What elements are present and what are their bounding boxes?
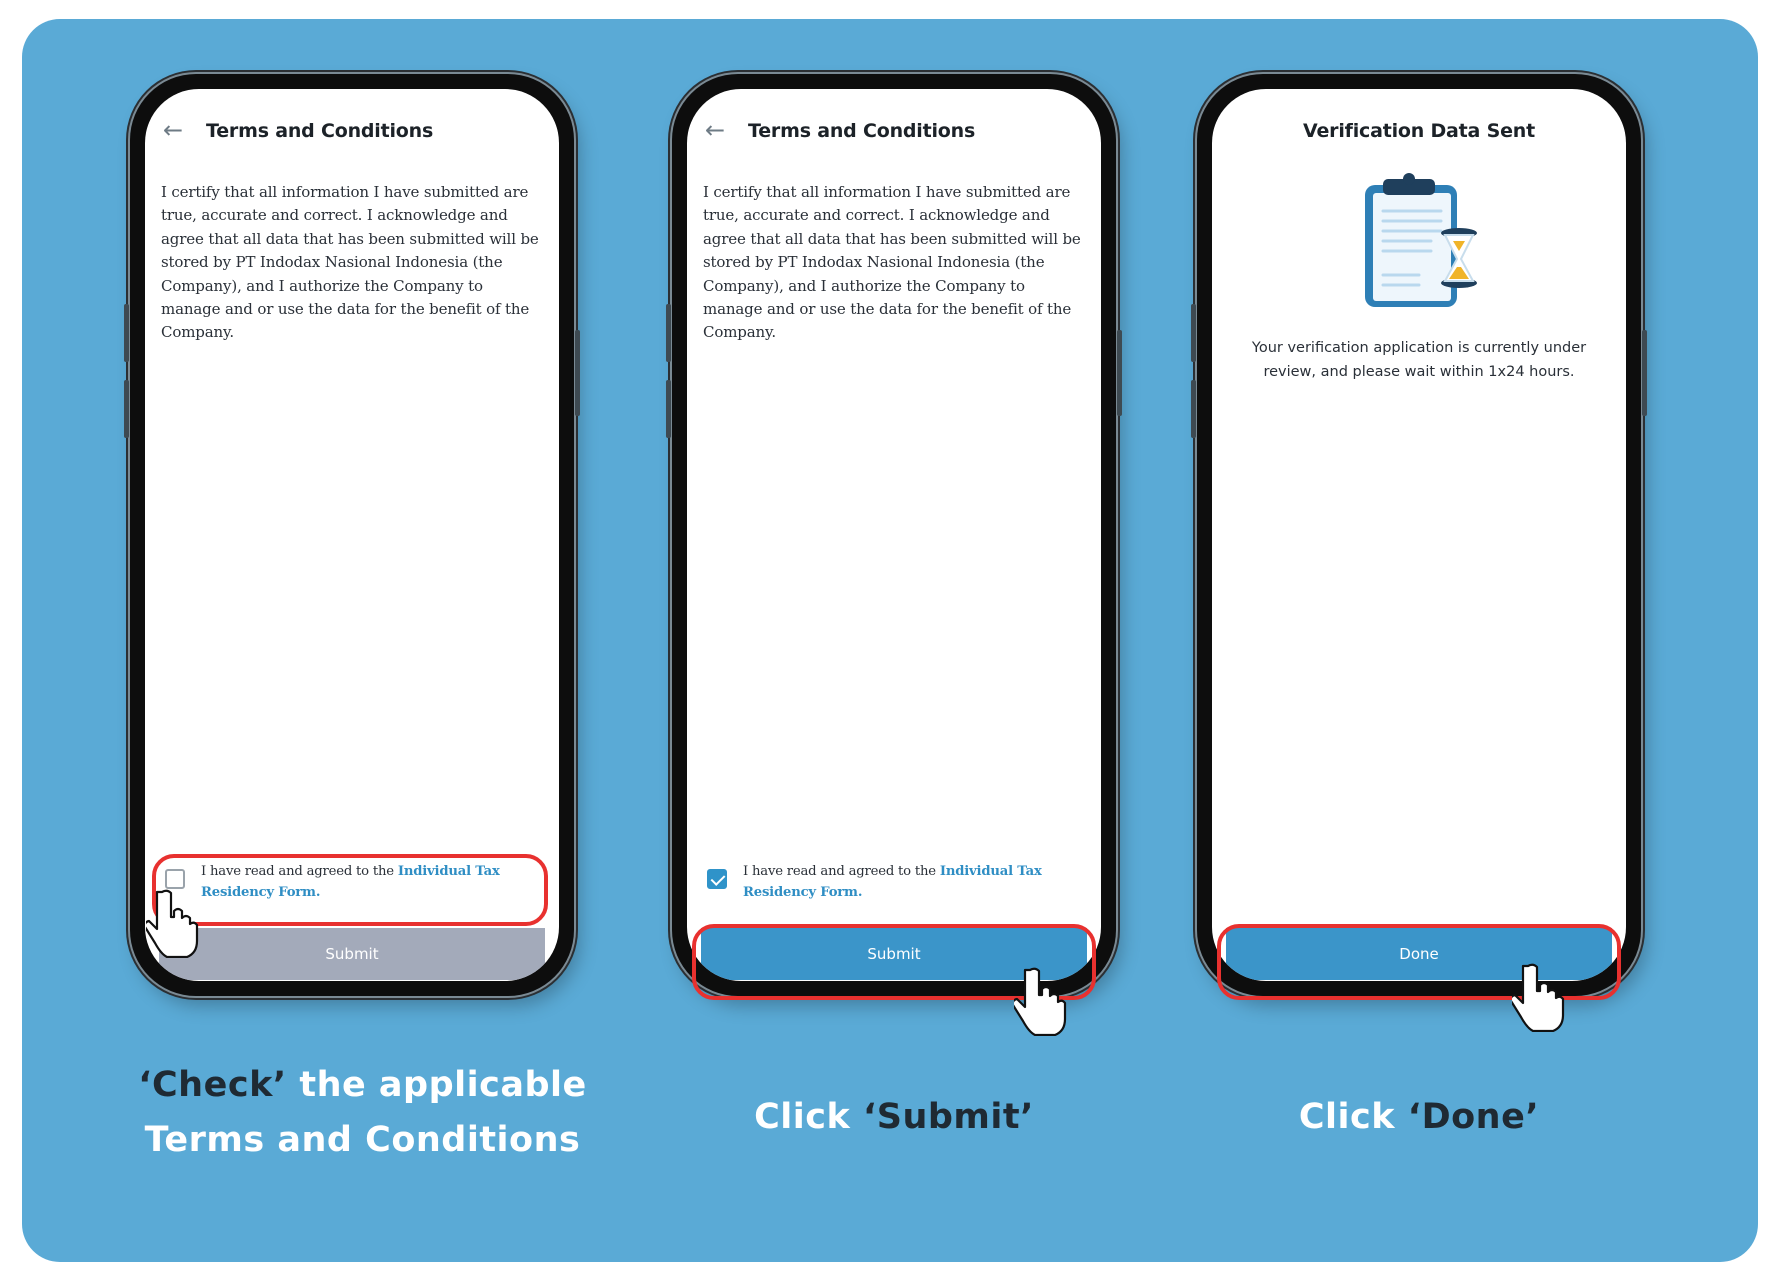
submit-button[interactable]: Submit (701, 928, 1087, 980)
phone-side-button (575, 330, 580, 416)
phone-screen: Verification Data Sent Your verification (1212, 89, 1626, 981)
tax-residency-form-link[interactable]: Individual Tax Residency Form (201, 864, 500, 900)
tax-residency-form-link[interactable]: Individual Tax Residency Form (743, 864, 1042, 900)
phone-screen: ← Terms and Conditions I certify that al… (145, 89, 559, 981)
submit-highlight-outline (692, 924, 1096, 1000)
terms-body-text: I certify that all information I have su… (703, 183, 1081, 342)
back-arrow-icon[interactable]: ← (163, 116, 184, 144)
terms-body-text: I certify that all information I have su… (161, 183, 539, 342)
caption-keyword: Submit (876, 1097, 1021, 1137)
phone-side-button (124, 380, 129, 438)
agreement-row[interactable]: I have read and agreed to the Individual… (161, 861, 545, 905)
clipboard-hourglass-icon (1365, 173, 1477, 307)
phone-step-3: Verification Data Sent Your verification (1191, 74, 1647, 996)
back-arrow-icon[interactable]: ← (705, 116, 726, 144)
caption-keyword: Check (151, 1065, 273, 1105)
phone-step-1: ← Terms and Conditions I certify that al… (124, 74, 580, 996)
step-1-caption: ‘Check’ the applicable Terms and Conditi… (138, 1065, 587, 1160)
step-2-caption: Click ‘Submit’ (754, 1097, 1034, 1137)
agreement-checkbox[interactable] (707, 869, 727, 889)
phone-side-button (1117, 330, 1122, 416)
step-3-caption: Click ‘Done’ (1298, 1097, 1540, 1137)
agreement-row[interactable]: I have read and agreed to the Individual… (703, 861, 1087, 905)
phone-side-button (666, 304, 671, 362)
agreement-text: I have read and agreed to the Individual… (201, 864, 500, 900)
pointing-hand-icon (1014, 967, 1067, 1036)
app-bar: Verification Data Sent (1212, 115, 1626, 151)
checkbox-highlight-outline (152, 854, 548, 926)
phone-side-button (1191, 380, 1196, 438)
pointing-hand-icon (146, 889, 199, 958)
page-title: Terms and Conditions (206, 120, 434, 142)
app-bar: ← Terms and Conditions (687, 115, 1101, 151)
page-title: Verification Data Sent (1303, 120, 1535, 142)
done-button[interactable]: Done (1226, 928, 1612, 980)
status-message: Your verification application is current… (1251, 340, 1587, 380)
phone-side-button (1642, 330, 1647, 416)
phone-step-2: ← Terms and Conditions I certify that al… (666, 74, 1122, 996)
phone-screen: ← Terms and Conditions I certify that al… (687, 89, 1101, 981)
phone-side-button (1191, 304, 1196, 362)
phone-side-button (666, 380, 671, 438)
page-title: Terms and Conditions (748, 120, 976, 142)
submit-button[interactable]: Submit (159, 928, 545, 980)
phone-side-button (124, 304, 129, 362)
agreement-text: I have read and agreed to the Individual… (743, 864, 1042, 900)
done-highlight-outline (1217, 924, 1621, 1000)
pointing-hand-icon (1512, 963, 1565, 1032)
caption-keyword: Done (1421, 1097, 1526, 1137)
app-bar: ← Terms and Conditions (145, 115, 559, 151)
